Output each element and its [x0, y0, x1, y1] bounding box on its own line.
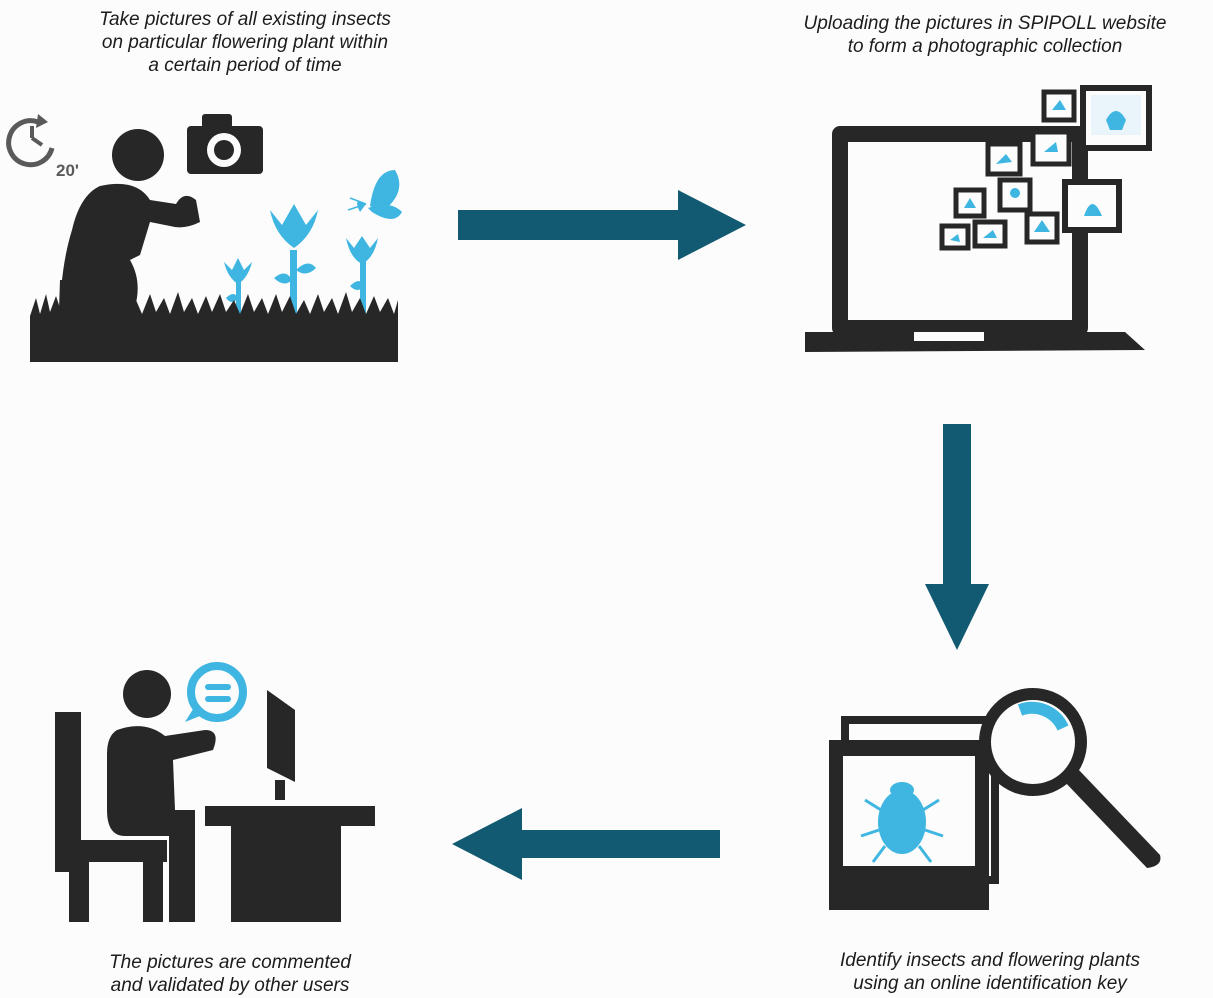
magnifier-icon: [979, 688, 1161, 868]
photo-collection-icon: [939, 85, 1152, 251]
step1-caption: Take pictures of all existing insects on…: [30, 8, 460, 77]
user-figure: [107, 670, 216, 922]
computer-icon: [205, 690, 375, 922]
step3-caption: Identify insects and flowering plants us…: [775, 949, 1205, 995]
flower-icon: [224, 204, 378, 330]
step2-caption: Uploading the pictures in SPIPOLL websit…: [760, 12, 1210, 58]
arrow-down: [925, 424, 989, 650]
beetle-icon: [860, 782, 944, 863]
step2-caption-line: to form a photographic collection: [847, 36, 1123, 57]
step4-caption-line: The pictures are commented: [109, 952, 351, 973]
camera-icon: [187, 114, 263, 174]
step2-caption-line: Uploading the pictures in SPIPOLL websit…: [803, 13, 1167, 34]
laptop-scene: [800, 80, 1200, 370]
step1-caption-line: on particular flowering plant within: [101, 32, 389, 53]
timer-label: 20': [56, 161, 79, 180]
butterfly-icon: [347, 170, 402, 219]
arrow-right: [458, 190, 748, 260]
chat-bubble-icon: [185, 662, 247, 722]
step4-caption: The pictures are commented and validated…: [30, 951, 430, 997]
photographer-scene: 20': [0, 100, 420, 370]
laptop-icon: [805, 126, 1145, 352]
grass-ground: [30, 290, 398, 362]
step3-caption-line: Identify insects and flowering plants: [840, 950, 1140, 971]
validation-scene: [45, 660, 385, 940]
step3-caption-line: using an online identification key: [853, 973, 1127, 994]
timer-icon: 20': [6, 114, 79, 180]
step1-caption-line: a certain period of time: [148, 55, 342, 76]
identification-scene: [815, 680, 1175, 930]
chair-icon: [55, 712, 167, 922]
step1-caption-line: Take pictures of all existing insects: [99, 9, 391, 30]
arrow-left: [452, 808, 722, 880]
step4-caption-line: and validated by other users: [110, 975, 350, 996]
